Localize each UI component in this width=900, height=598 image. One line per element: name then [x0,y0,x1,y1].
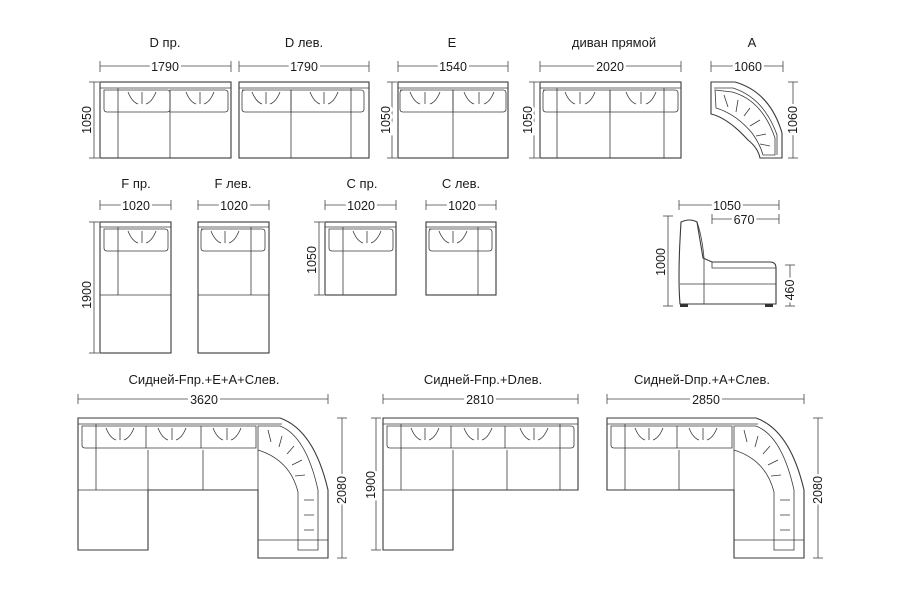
module-f-right-label: F пр. [121,176,150,191]
module-f-left-label: F лев. [215,176,252,191]
combination-3-label: Сидней-Dпр.+A+Cлев. [634,372,770,387]
module-d-left: D лев. 1790 [238,35,370,159]
combination-1-depth-right: 2080 [335,476,349,504]
combination-2-depth-left: 1900 [364,471,378,499]
module-d-right-depth: 1050 [80,106,94,134]
module-d-right-label: D пр. [150,35,181,50]
module-a-depth: 1060 [786,106,800,134]
module-c-left-width: 1020 [448,199,476,213]
combination-1-width: 3620 [190,393,218,407]
module-d-left-label: D лев. [285,35,323,50]
module-e: E 1540 1050 [377,35,509,159]
module-c-left: C лев. 1020 [425,176,497,296]
module-f-right-width: 1020 [122,199,150,213]
module-c-right: C пр. 1020 1050 [303,176,397,296]
side-view-seat-depth: 670 [734,213,755,227]
module-f-right-depth: 1900 [80,281,94,309]
module-straight-sofa: диван прямой 2020 1050 [519,35,682,159]
module-f-right: F пр. 1020 1900 [78,176,172,354]
module-a: A 1060 1060 [710,35,803,159]
module-e-label: E [448,35,457,50]
module-c-left-label: C лев. [442,176,480,191]
module-c-right-depth: 1050 [305,246,319,274]
module-d-right-width: 1790 [151,60,179,74]
module-c-right-width: 1020 [347,199,375,213]
module-d-left-width: 1790 [290,60,318,74]
combination-3-width: 2850 [692,393,720,407]
module-straight-sofa-depth: 1050 [521,106,535,134]
module-a-width: 1060 [734,60,762,74]
module-e-depth: 1050 [379,106,393,134]
combination-1-label: Сидней-Fпр.+E+A+Cлев. [129,372,280,387]
side-view: 1050 670 1000 460 [652,197,800,307]
module-c-right-label: C пр. [347,176,378,191]
combination-2-width: 2810 [466,393,494,407]
module-d-right: D пр. 1790 1050 [78,35,232,159]
module-a-label: A [748,35,757,50]
module-f-left: F лев. 1020 [197,176,270,354]
combination-3-depth-right: 2080 [811,476,825,504]
module-straight-sofa-width: 2020 [596,60,624,74]
module-straight-sofa-label: диван прямой [572,35,656,50]
combination-2: Сидней-Fпр.+Dлев. 2810 1900 [362,372,579,551]
side-view-height: 1000 [654,248,668,276]
side-view-seat-height: 460 [783,280,797,301]
module-f-left-width: 1020 [220,199,248,213]
combination-2-label: Сидней-Fпр.+Dлев. [424,372,542,387]
module-e-width: 1540 [439,60,467,74]
side-view-depth-total: 1050 [713,199,741,213]
combination-3: Сидней-Dпр.+A+Cлев. 2850 2080 [606,372,828,559]
combination-1: Сидней-Fпр.+E+A+Cлев. 3620 2080 [77,372,352,559]
